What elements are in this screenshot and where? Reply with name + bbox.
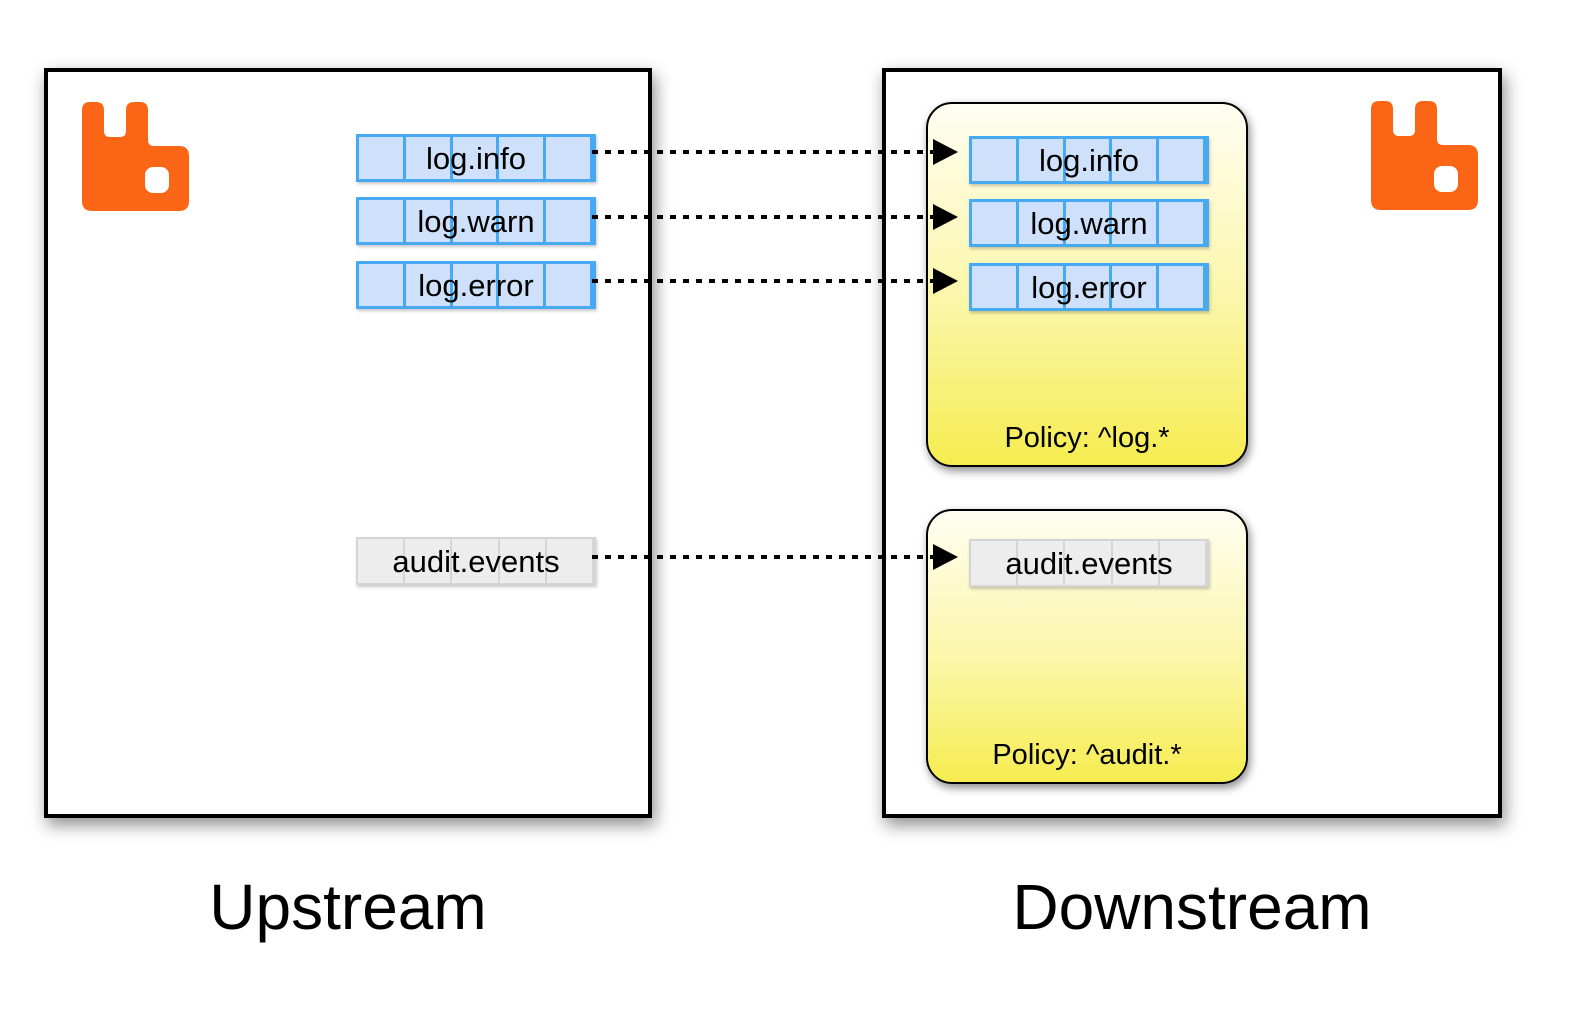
queue-cell [972,266,1019,308]
arrowhead-icon [933,204,958,230]
federation-link-line [592,150,933,154]
upstream-queue-log-warn: log.warn [356,197,596,245]
queue-cell [971,541,1019,585]
queue-cell [453,200,500,242]
queue-cell [546,264,593,306]
downstream-broker-box: log.info log.warn log.error Policy: ^log… [882,68,1502,818]
queue-label: audit.events [392,543,560,579]
upstream-queue-audit-events: audit.events [356,537,596,585]
downstream-title: Downstream [1012,871,1372,943]
queue-cell [1159,202,1206,244]
queue-cell [405,539,453,583]
queue-cell [1159,266,1206,308]
queue-cell [972,139,1019,181]
queue-cell [1065,541,1113,585]
rabbitmq-logo-icon [82,102,189,211]
queue-label: log.error [418,267,534,303]
queue-cell [1112,266,1160,308]
queue-label: log.warn [417,203,535,239]
downstream-queue-log-warn: log.warn [969,199,1209,247]
arrowhead-icon [933,268,958,294]
queue-cell [972,202,1019,244]
queue-cell [499,137,547,179]
queue-cell [500,539,547,583]
upstream-queue-log-error: log.error [356,261,596,309]
queue-cell [453,264,500,306]
queue-cell [499,264,547,306]
queue-cell [1018,541,1066,585]
queue-label: log.error [1031,269,1147,305]
federation-link-line [592,215,933,219]
downstream-queue-log-info: log.info [969,136,1209,184]
queue-cell [1019,266,1066,308]
queue-cell [1159,139,1206,181]
queue-cell [359,264,406,306]
downstream-queue-log-error: log.error [969,263,1209,311]
queue-cell [358,539,406,583]
federation-link-line [592,555,933,559]
queue-label: log.info [426,140,526,176]
queue-label: audit.events [1005,545,1173,581]
arrowhead-icon [933,544,958,570]
policy-label: Policy: ^audit.* [992,739,1182,771]
federation-link-line [592,279,933,283]
upstream-broker-box: log.info log.warn log.error audit.events [44,68,652,818]
queue-cell [359,200,406,242]
queue-cell [1019,202,1066,244]
queue-cell [1112,139,1160,181]
queue-cell [406,264,453,306]
queue-label: log.warn [1030,205,1148,241]
queue-cell [1113,541,1160,585]
queue-cell [359,137,406,179]
queue-cell [453,137,500,179]
queue-cell [1066,266,1113,308]
queue-cell [546,137,593,179]
queue-cell [406,200,453,242]
queue-cell [1019,139,1066,181]
queue-cell [1066,139,1113,181]
policy-audit-box: audit.events Policy: ^audit.* [926,509,1248,784]
queue-cell [546,200,593,242]
queue-cell [547,539,595,583]
arrowhead-icon [933,139,958,165]
upstream-queue-log-info: log.info [356,134,596,182]
upstream-title: Upstream [209,871,487,943]
policy-log-box: log.info log.warn log.error Policy: ^log… [926,102,1248,467]
queue-cell [499,200,547,242]
downstream-queue-audit-events: audit.events [969,539,1209,587]
queue-cell [1066,202,1113,244]
queue-cell [1112,202,1160,244]
rabbitmq-logo-icon [1371,101,1478,210]
queue-cell [406,137,453,179]
queue-label: log.info [1039,142,1139,178]
queue-cell [452,539,500,583]
policy-label: Policy: ^log.* [1004,422,1170,454]
queue-cell [1160,541,1208,585]
